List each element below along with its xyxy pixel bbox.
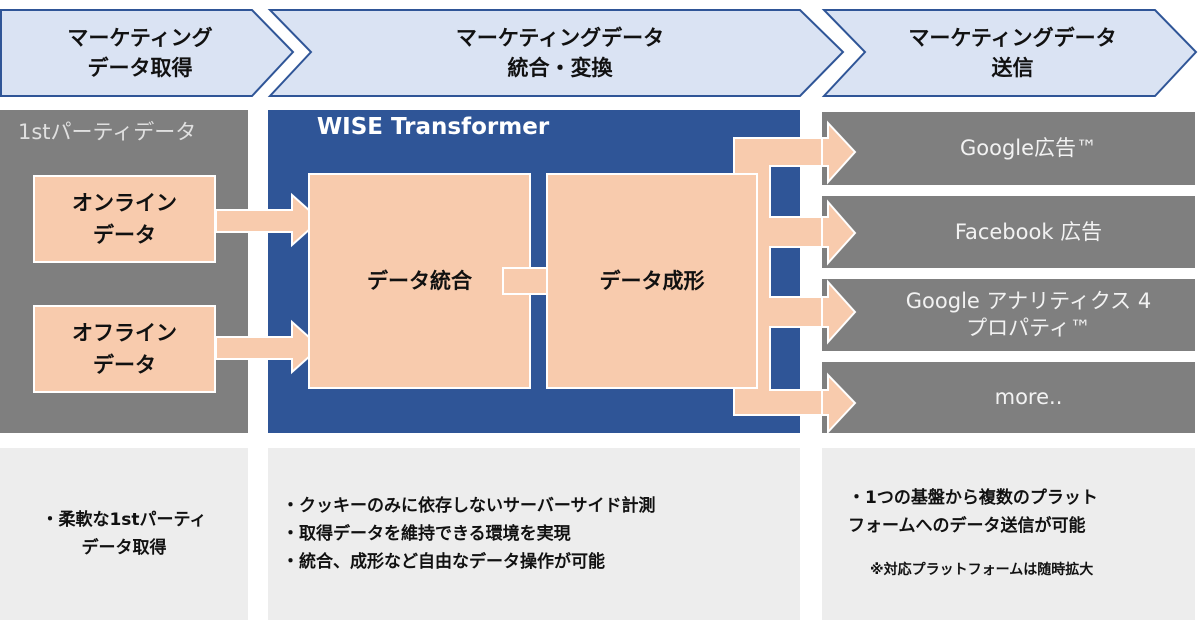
arrow-offline-to-integrate xyxy=(215,319,322,375)
stage-acquisition-label: マーケティング データ取得 xyxy=(0,8,280,98)
header-line: マーケティングデータ xyxy=(455,26,665,50)
header-line: マーケティングデータ xyxy=(908,26,1117,50)
box-label: データ統合 xyxy=(367,269,472,293)
note-line: ・統合、成形など自由なデータ操作が可能 xyxy=(282,552,605,572)
note-acquisition: ・柔軟な1stパーティ データ取得 xyxy=(0,448,248,620)
chevron-stage2 xyxy=(267,9,845,97)
note-line: ・1つの基盤から複数のプラット xyxy=(848,488,1098,508)
data-integration-box: データ統合 xyxy=(308,173,531,389)
note-footnote: ※対応プラットフォームは随時拡大 xyxy=(870,562,1094,578)
note-line: ・柔軟な1stパーティ xyxy=(41,510,207,530)
chevron-stage1 xyxy=(0,9,295,97)
box-line: データ xyxy=(93,223,156,247)
box-label: データ成形 xyxy=(599,269,705,293)
stage-send-label: マーケティングデータ 送信 xyxy=(850,8,1175,98)
first-party-data-title: 1stパーティデータ xyxy=(18,120,197,144)
header-line: 統合・変換 xyxy=(507,56,613,80)
destination-ga4: Google アナリティクス 4 プロパティ™ xyxy=(822,279,1195,351)
arrow-head-google-ads xyxy=(821,120,857,185)
destination-label: Google広告™ xyxy=(959,136,1098,160)
note-send: ・1つの基盤から複数のプラット フォームへのデータ送信が可能 ※対応プラットフォ… xyxy=(822,448,1195,620)
arrow-head-ga4 xyxy=(821,279,857,345)
header-line: マーケティング xyxy=(67,26,213,50)
offline-data-box: オフライン データ xyxy=(33,305,216,393)
note-line: ・クッキーのみに依存しないサーバーサイド計測 xyxy=(282,496,656,516)
chevron-stage3 xyxy=(821,9,1198,97)
note-transformer: ・クッキーのみに依存しないサーバーサイド計測 ・取得データを維持できる環境を実現… xyxy=(268,448,800,620)
destination-label: プロパティ™ xyxy=(966,316,1091,340)
stage-transform-label: マーケティングデータ 統合・変換 xyxy=(300,8,820,98)
destination-label: Google アナリティクス 4 xyxy=(905,289,1152,313)
online-data-box: オンライン データ xyxy=(33,175,216,263)
arrow-online-to-integrate xyxy=(215,192,322,248)
destination-more: more.. xyxy=(822,362,1195,433)
note-line: データ取得 xyxy=(81,538,167,558)
header-line: 送信 xyxy=(991,56,1034,80)
arrow-head-facebook xyxy=(821,199,857,266)
data-shaping-box: データ成形 xyxy=(546,173,758,389)
header-line: データ取得 xyxy=(87,56,193,80)
box-line: データ xyxy=(93,353,156,377)
destination-google-ads: Google広告™ xyxy=(822,112,1195,185)
destination-label: Facebook 広告 xyxy=(954,219,1103,244)
note-line: ・取得データを維持できる環境を実現 xyxy=(282,524,571,544)
box-line: オフライン xyxy=(72,321,177,345)
wise-transformer-title: WISE Transformer xyxy=(316,114,550,140)
arrow-head-more xyxy=(821,372,857,435)
destination-facebook-ads: Facebook 広告 xyxy=(822,196,1195,268)
destination-label: more.. xyxy=(994,385,1063,409)
box-line: オンライン xyxy=(72,191,177,215)
note-line: フォームへのデータ送信が可能 xyxy=(848,516,1086,536)
